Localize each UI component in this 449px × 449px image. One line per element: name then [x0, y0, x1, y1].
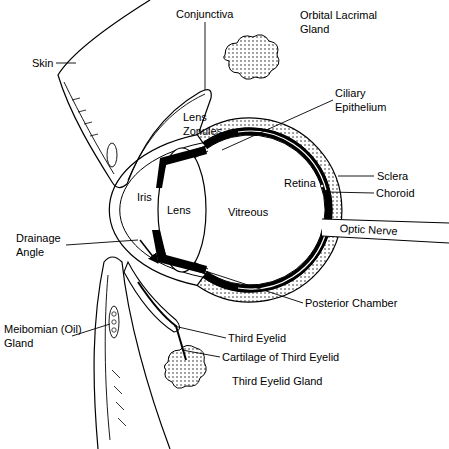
gland-lobule: [112, 320, 116, 324]
part-label: Lens: [167, 203, 207, 217]
lacrimal-gland: [224, 35, 279, 80]
leader-line: [222, 100, 333, 150]
optic-nerve-fill: [322, 219, 449, 243]
retina-line: [238, 232, 326, 289]
choroid-band: [203, 128, 332, 292]
part-label: Cartilage of Third Eyelid: [222, 350, 392, 364]
third-eyelid-cartilage: [138, 282, 186, 360]
part-label: Vitreous: [228, 205, 288, 219]
iris-upper: [156, 146, 207, 188]
retina-pointer: [320, 184, 323, 187]
leader-line: [205, 22, 206, 90]
part-label: Retina: [284, 176, 334, 190]
leader-line: [190, 266, 303, 303]
meibomian-gland: [109, 306, 119, 338]
leader-line: [66, 240, 138, 245]
leader-line: [338, 176, 374, 177]
leader-line: [328, 192, 374, 193]
lower-lid-inner-line: [105, 275, 110, 440]
part-label: Conjunctiva: [176, 7, 256, 21]
part-label: Iris: [137, 190, 167, 204]
part-label: Drainage Angle: [16, 231, 76, 259]
third-eyelid-gland: [164, 345, 206, 388]
part-label: Orbital Lacrimal Gland: [300, 8, 400, 36]
lid-hatching: [72, 98, 98, 136]
sclera-band: [197, 118, 342, 302]
gland-lobule: [112, 328, 116, 332]
part-label: Third Eyelid Gland: [232, 374, 362, 388]
lid-hatching: [112, 370, 126, 426]
leader-line: [56, 63, 76, 64]
part-label: Meibomian (Oil) Gland: [4, 322, 84, 350]
leader-line: [174, 326, 226, 338]
upper-meibomian-gland: [107, 143, 117, 167]
optic-nerve: [322, 219, 449, 243]
part-label: Posterior Chamber: [305, 296, 425, 310]
part-label: Skin: [32, 56, 72, 70]
zonule-fibres: [188, 146, 208, 274]
part-label: Optic Nerve: [339, 221, 420, 239]
lid-inner-line: [64, 82, 114, 174]
part-label: Sclera: [377, 169, 427, 183]
iris-lower: [152, 230, 207, 274]
part-label: Ciliary Epithelium: [335, 86, 405, 114]
leader-line: [182, 350, 220, 357]
part-label: Lens Zonules: [183, 110, 231, 138]
part-label: Third Eyelid: [228, 331, 328, 345]
drainage-arrow: [140, 240, 158, 263]
part-label: Choroid: [376, 186, 436, 200]
gland-lobule: [112, 312, 116, 316]
